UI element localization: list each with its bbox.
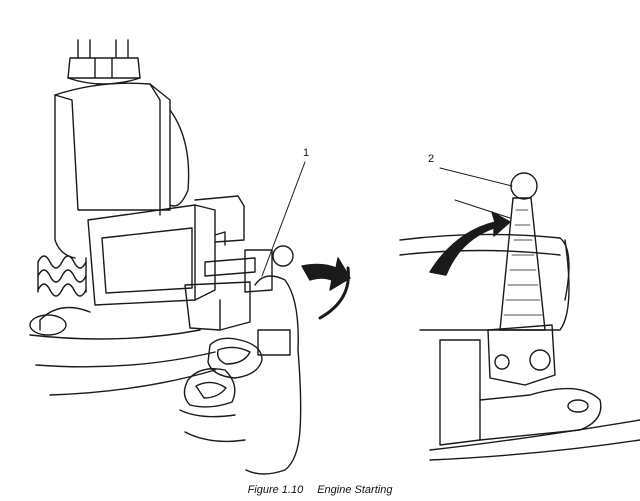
shaft (204, 257, 256, 277)
callout-label-1: 1 (303, 147, 310, 159)
callout-label-2: 2 (428, 153, 435, 165)
rotation-arrow-left (301, 257, 351, 291)
bolt-hole (567, 399, 589, 413)
bolt-head (29, 314, 67, 336)
bracket (194, 195, 245, 243)
base-curve (29, 329, 201, 340)
arrow-tail (318, 266, 350, 320)
stem (77, 39, 129, 59)
lever-arm (499, 197, 546, 331)
mounting-plate (439, 339, 481, 446)
figure-illustration: 1 2 (29, 39, 640, 475)
valve-body (54, 82, 171, 211)
left-illustration (29, 39, 351, 475)
right-illustration (399, 167, 640, 461)
lever-clevis (487, 324, 556, 386)
top-nut (67, 57, 141, 79)
caption-number: Figure 1.10 (247, 484, 304, 496)
base-flange (479, 387, 602, 441)
caption-title: Engine Starting (317, 484, 393, 496)
spring (37, 255, 87, 297)
leader-line-2 (439, 167, 513, 187)
line-drawing (29, 39, 640, 475)
side-boss (169, 109, 190, 207)
lever-ball (510, 172, 538, 200)
knob (272, 245, 294, 267)
figure-caption: Figure 1.10 Engine Starting (0, 484, 640, 496)
stop-block (184, 281, 251, 331)
rotation-arrow-right (429, 211, 511, 276)
leader-line-1 (261, 161, 306, 277)
hand (179, 275, 302, 475)
